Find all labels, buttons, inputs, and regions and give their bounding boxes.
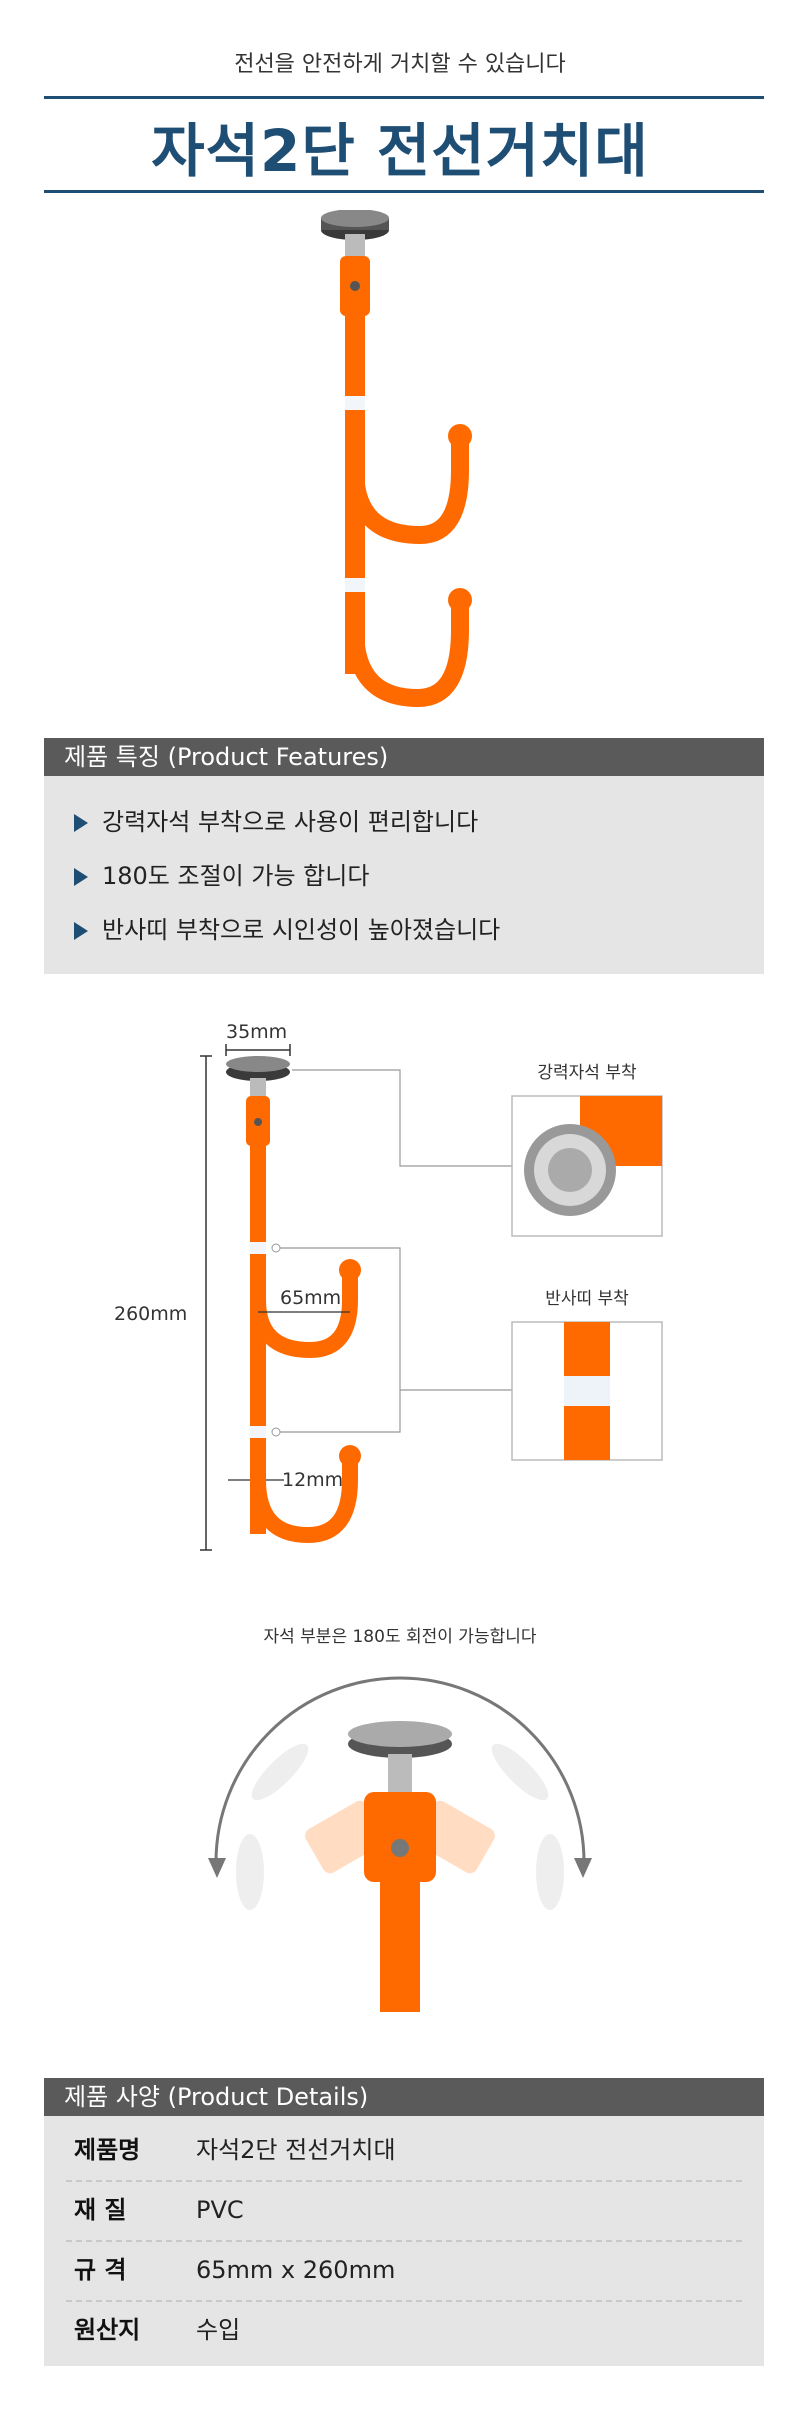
spec-value: 65mm x 260mm [196,2256,396,2284]
feature-text: 반사띠 부착으로 시인성이 높아졌습니다 [102,916,501,944]
spec-value: 수입 [196,2316,241,2344]
page-subtitle: 전선을 안전하게 거치할 수 있습니다 [234,52,566,77]
features-heading: 제품 특징 (Product Features) [44,738,764,776]
spec-label: 규 격 [74,2256,127,2284]
title-top-rule [44,96,764,99]
spec-divider [66,2300,742,2302]
spec-label: 제품명 [74,2136,141,2164]
bullet-triangle-icon [74,868,88,886]
spec-row-material: 재 질 PVC [44,2180,764,2240]
spec-label: 재 질 [74,2196,127,2224]
spec-row-origin: 원산지 수입 [44,2300,764,2360]
specs-table: 제품명 자석2단 전선거치대 재 질 PVC 규 격 65mm x 260mm … [44,2116,764,2366]
features-panel: 강력자석 부착으로 사용이 편리합니다 180도 조절이 가능 합니다 반사띠 … [44,776,764,974]
specs-heading: 제품 사양 (Product Details) [44,2078,764,2116]
bullet-triangle-icon [74,922,88,940]
hook-width-label: 65mm [280,1287,341,1309]
magnet-caption: 강력자석 부착 [537,1063,637,1083]
spec-divider [66,2180,742,2182]
reflector-caption: 반사띠 부착 [545,1289,629,1309]
feature-item: 180도 조절이 가능 합니다 [74,856,369,891]
feature-item: 강력자석 부착으로 사용이 편리합니다 [74,802,478,837]
title-bottom-rule [44,190,764,193]
bullet-triangle-icon [74,814,88,832]
pipe-diameter-label: 12mm [282,1469,343,1491]
spec-divider [66,2240,742,2242]
feature-text: 180도 조절이 가능 합니다 [102,862,370,890]
spec-row-name: 제품명 자석2단 전선거치대 [44,2120,764,2180]
spec-row-size: 규 격 65mm x 260mm [44,2240,764,2300]
feature-text: 강력자석 부착으로 사용이 편리합니다 [102,808,479,836]
product-hero-image [321,210,472,708]
page-title: 자석2단 전선거치대 [151,117,649,185]
top-width-label: 35mm [226,1021,287,1043]
rotation-image [208,1676,592,2012]
spec-value: PVC [196,2196,244,2224]
feature-item: 반사띠 부착으로 시인성이 높아졌습니다 [74,910,500,945]
rotation-caption: 자석 부분은 180도 회전이 가능합니다 [263,1627,537,1647]
height-label: 260mm [114,1303,187,1325]
dimension-diagram: 35mm 260mm 65mm 12mm [114,1021,663,1551]
spec-value: 자석2단 전선거치대 [196,2136,396,2164]
spec-label: 원산지 [74,2316,141,2344]
